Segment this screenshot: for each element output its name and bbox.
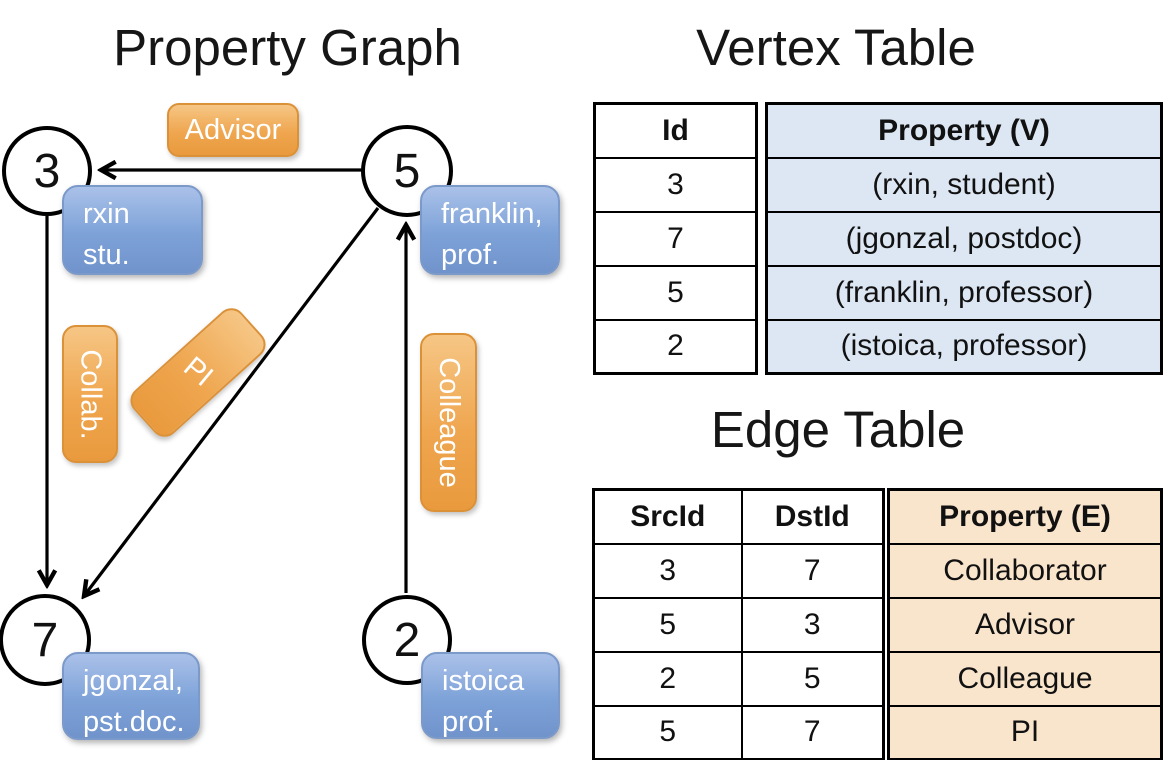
vertex-property-line: stu. — [83, 239, 130, 272]
edge-property-cell: Collaborator — [887, 542, 1163, 599]
edge-property-cell: Advisor — [887, 596, 1163, 653]
edge-table-header-dstid: DstId — [740, 488, 885, 545]
node-id-label: 2 — [393, 613, 421, 667]
vertex-property-box-rxin: rxin stu. — [62, 185, 203, 275]
table-row: (rxin, student) — [765, 156, 1163, 213]
edge-table-header-srcid: SrcId — [592, 488, 743, 545]
vertex-table-title: Vertex Table — [696, 19, 976, 76]
table-row: 5 7 — [592, 704, 885, 760]
table-row: (istoica, professor) — [765, 318, 1163, 375]
edge-src-cell: 2 — [592, 650, 743, 707]
table-row: PI — [887, 704, 1163, 760]
vertex-id-cell: 3 — [593, 156, 758, 213]
vertex-property-line: jgonzal, — [83, 665, 183, 697]
vertex-property-line: rxin — [83, 198, 130, 230]
edge-table-header-property: Property (E) — [887, 488, 1163, 545]
vertex-property-box-istoica: istoica prof. — [421, 652, 560, 739]
edge-src-cell: 5 — [592, 596, 743, 653]
graph-node-3: 3 — [2, 126, 92, 216]
table-row: 5 — [593, 264, 758, 321]
edge-label-colleague: Colleague — [420, 333, 477, 512]
table-row: 3 — [593, 156, 758, 213]
table-row: 3 7 — [592, 542, 885, 599]
edge-label-text: PI — [177, 351, 220, 394]
table-row: (franklin, professor) — [765, 264, 1163, 321]
table-row: Advisor — [887, 596, 1163, 653]
property-graph-title: Property Graph — [113, 19, 462, 76]
table-row: 2 5 — [592, 650, 885, 707]
vertex-property-line: franklin, — [441, 198, 543, 230]
edge-label-text: Colleague — [433, 357, 466, 488]
vertex-id-cell: 5 — [593, 264, 758, 321]
vertex-table-header-property: Property (V) — [765, 102, 1163, 159]
edge-src-cell: 5 — [592, 704, 743, 760]
vertex-id-cell: 7 — [593, 210, 758, 267]
vertex-property-line: istoica — [442, 665, 525, 697]
table-row: Colleague — [887, 650, 1163, 707]
edge-label-text: Advisor — [184, 113, 282, 146]
node-id-label: 7 — [31, 613, 59, 667]
table-row: Collaborator — [887, 542, 1163, 599]
edge-dst-cell: 7 — [740, 704, 885, 760]
vertex-table-header-id: Id — [593, 102, 758, 159]
vertex-property-box-franklin: franklin, prof. — [420, 185, 560, 275]
vertex-id-cell: 2 — [593, 318, 758, 375]
edge-property-cell: Colleague — [887, 650, 1163, 707]
edge-label-collab: Collab. — [62, 325, 118, 463]
edge-dst-cell: 7 — [740, 542, 885, 599]
table-row: 2 — [593, 318, 758, 375]
edge-dst-cell: 5 — [740, 650, 885, 707]
edge-label-advisor: Advisor — [167, 103, 299, 157]
node-id-label: 3 — [33, 144, 61, 198]
vertex-table-property-column: Property (V) (rxin, student) (jgonzal, p… — [765, 102, 1163, 375]
edge-property-cell: PI — [887, 704, 1163, 760]
table-row: (jgonzal, postdoc) — [765, 210, 1163, 267]
vertex-property-box-jgonzal: jgonzal, pst.doc. — [62, 652, 200, 740]
vertex-property-line: pst.doc. — [83, 706, 185, 739]
edge-table-property-column: Property (E) Collaborator Advisor Collea… — [887, 488, 1163, 760]
vertex-property-cell: (rxin, student) — [765, 156, 1163, 213]
graph-node-5: 5 — [361, 125, 453, 217]
vertex-property-line: prof. — [441, 239, 500, 272]
edge-src-cell: 3 — [592, 542, 743, 599]
edge-label-text: Collab. — [74, 348, 107, 440]
edge-label-pi: PI — [124, 302, 272, 443]
vertex-table-id-column: Id 3 7 5 2 — [593, 102, 758, 375]
vertex-property-cell: (franklin, professor) — [765, 264, 1163, 321]
edge-table-title: Edge Table — [710, 401, 966, 458]
table-row: 5 3 — [592, 596, 885, 653]
table-row: 7 — [593, 210, 758, 267]
vertex-property-line: prof. — [442, 706, 501, 739]
vertex-property-cell: (istoica, professor) — [765, 318, 1163, 375]
edge-table-id-columns: SrcId DstId 3 7 5 3 2 5 5 7 — [592, 488, 885, 760]
node-id-label: 5 — [393, 144, 421, 198]
edge-dst-cell: 3 — [740, 596, 885, 653]
vertex-property-cell: (jgonzal, postdoc) — [765, 210, 1163, 267]
